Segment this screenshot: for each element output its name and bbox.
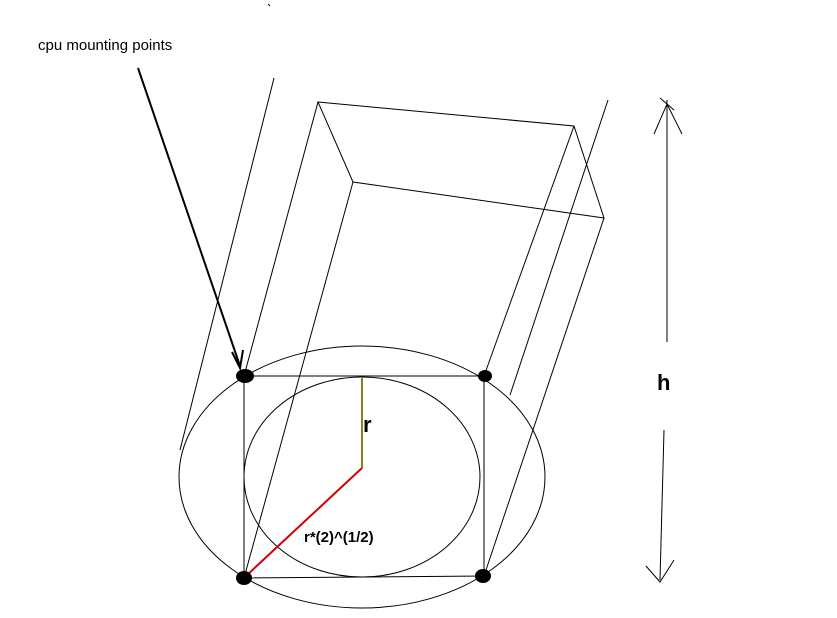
mounting-point-top-right [478, 370, 492, 382]
outer-tangent-right [509, 99, 609, 396]
height-arrow [645, 97, 683, 583]
mounting-point-top-left [236, 369, 254, 383]
outer-circle [178, 345, 546, 609]
height-arrow-lower [659, 429, 665, 581]
diagonal-label: r*(2)^(1/2) [304, 529, 374, 546]
heatsink-prism [179, 77, 609, 579]
mounting-square [243, 375, 485, 579]
radius-label: r [363, 412, 372, 437]
prism-top-face [317, 101, 605, 219]
prism-edge-front-left [243, 181, 354, 579]
cpu-mounting-points-label: cpu mounting points [38, 37, 173, 54]
mounting-point-bottom-right [475, 569, 491, 583]
height-arrowhead-bottom [645, 559, 675, 583]
height-arrowhead-top [653, 102, 683, 135]
prism-edge-back-left [243, 101, 319, 377]
stray-mark [267, 3, 271, 7]
mounting-points [236, 369, 492, 585]
mounting-point-bottom-left [236, 571, 252, 585]
prism-edge-front-right [483, 217, 605, 577]
diagonal-line [245, 467, 363, 577]
pointer-arrow [137, 67, 244, 372]
prism-edge-back-right [483, 125, 575, 377]
outer-tangent-left [179, 77, 275, 451]
height-label: h [657, 370, 671, 395]
